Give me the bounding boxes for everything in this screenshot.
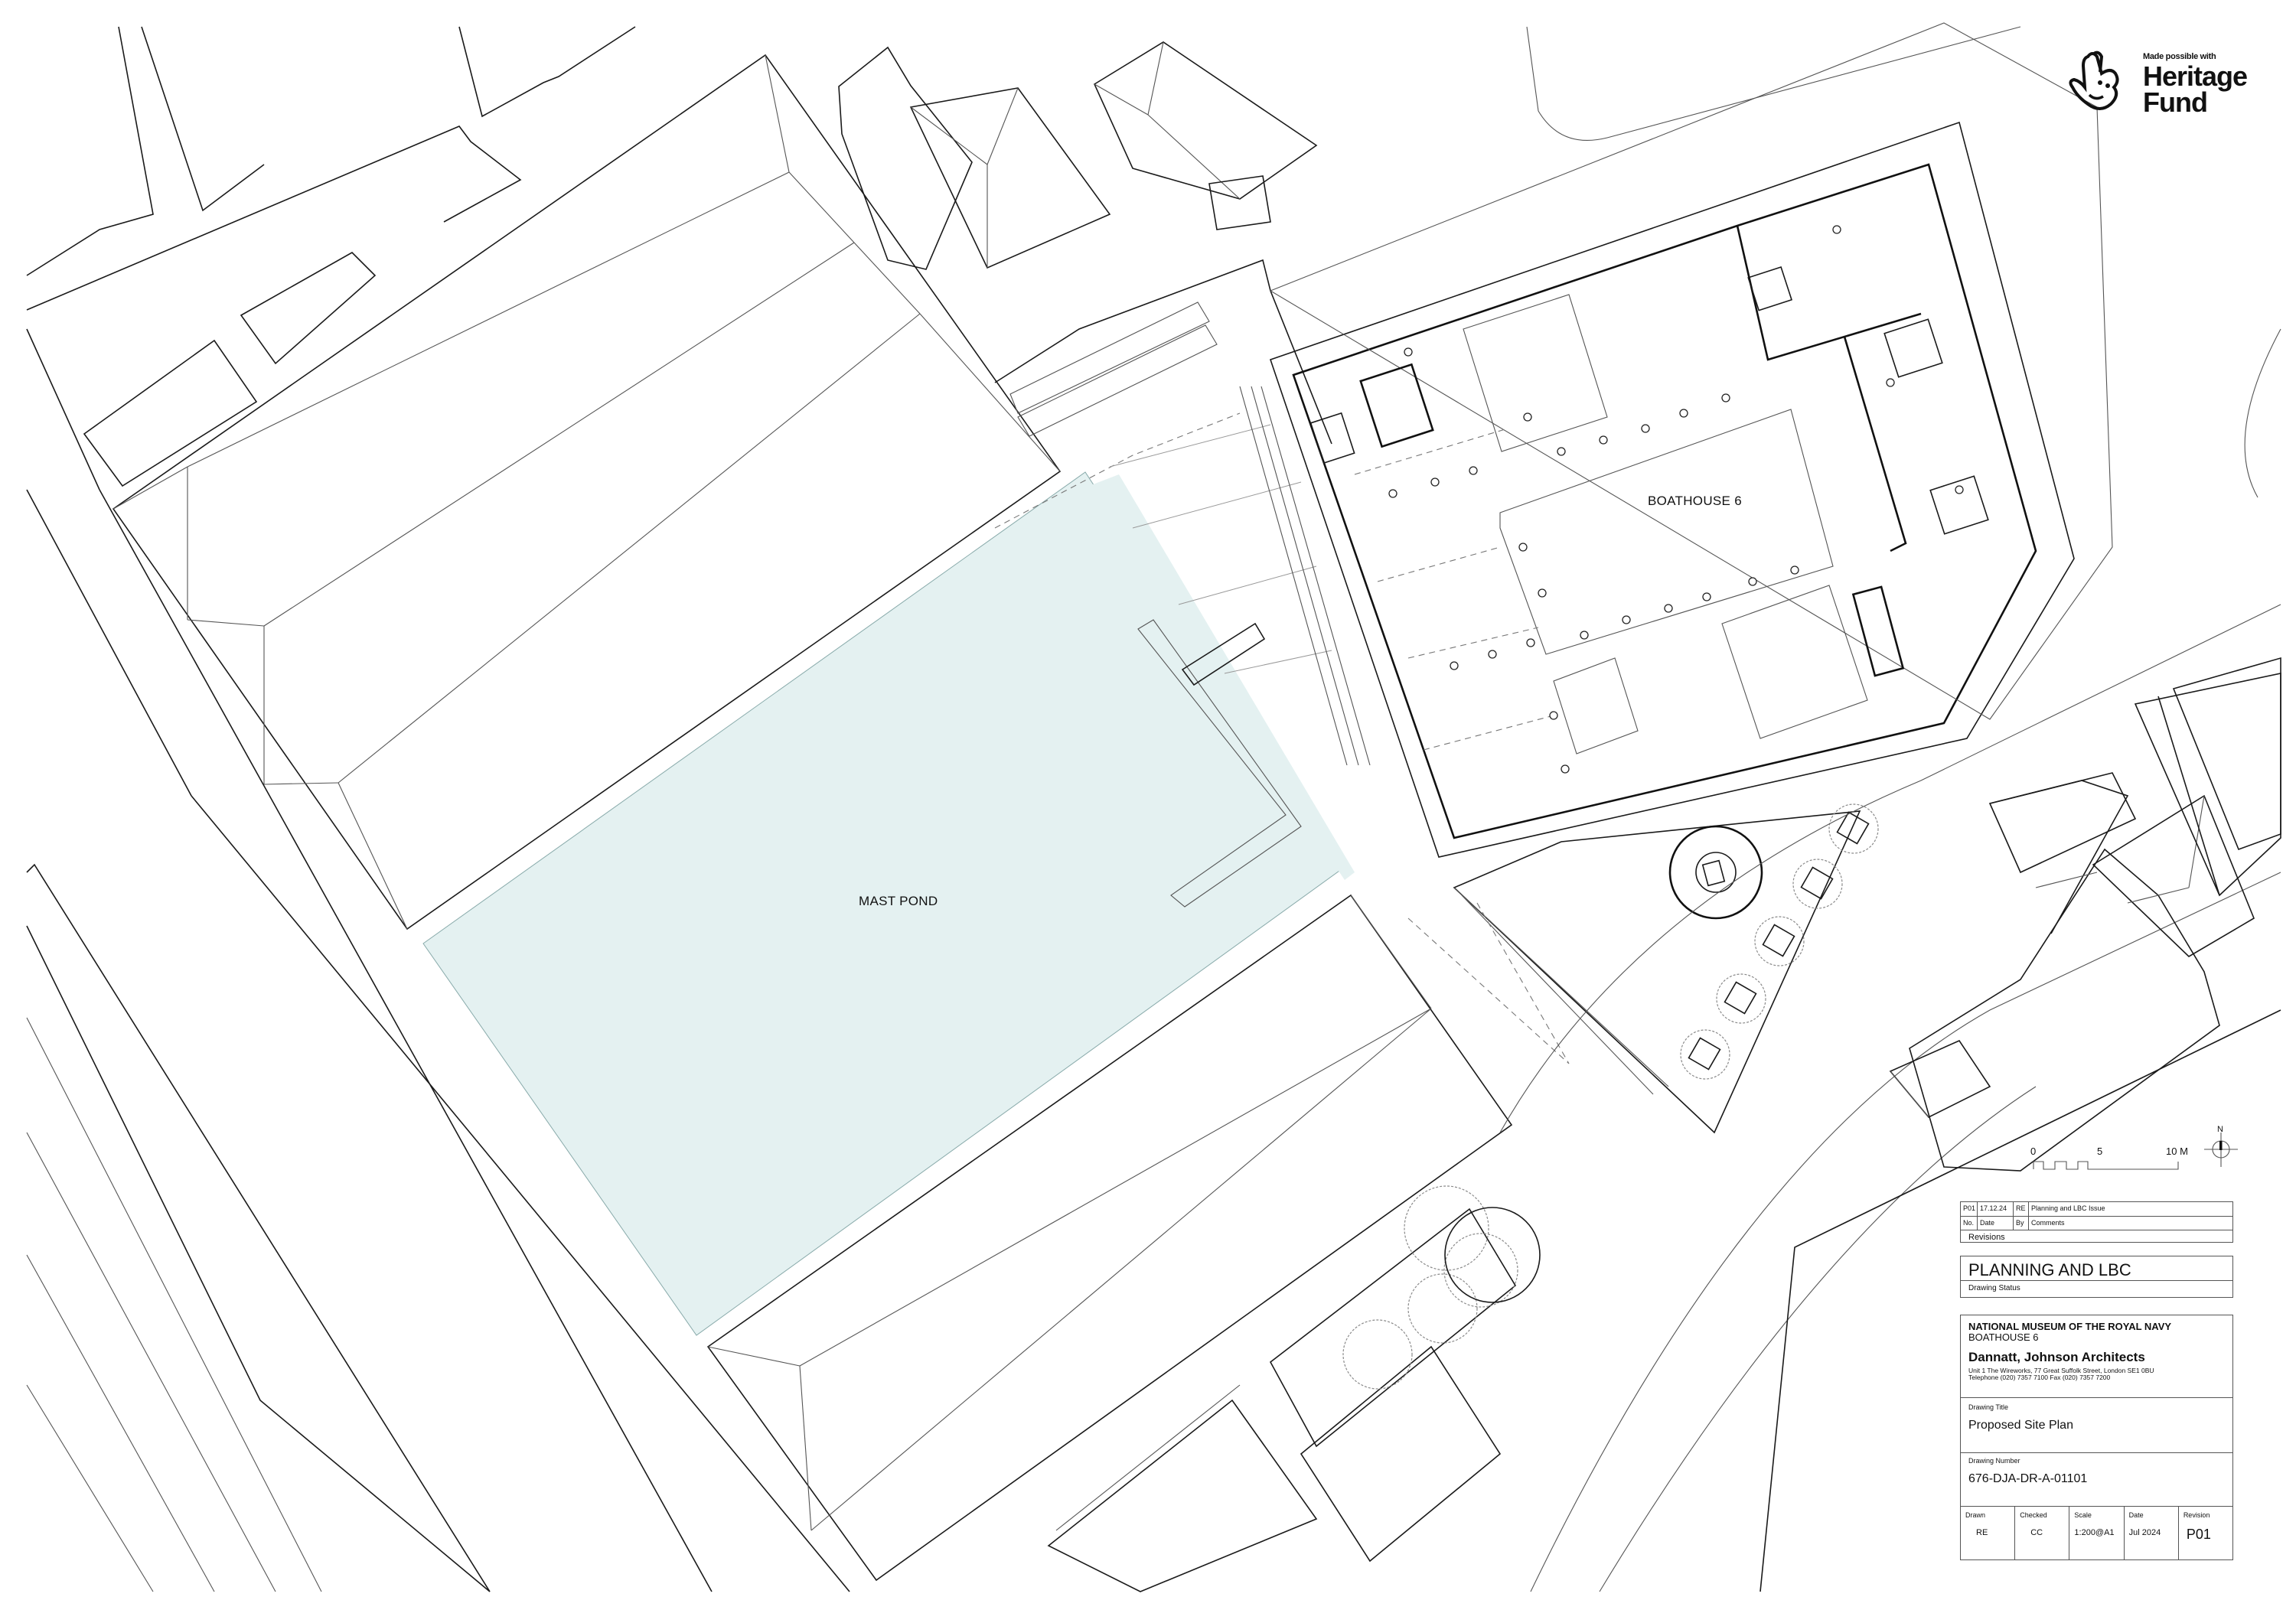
date-cell: Date Jul 2024 (2125, 1507, 2179, 1559)
logo-fund: Fund (2143, 86, 2208, 118)
drawing-title-label: Drawing Title (1968, 1403, 2009, 1411)
bottom-trees (1047, 1185, 1541, 1592)
top-left-buildings (26, 26, 2021, 490)
checked-value: CC (2030, 1528, 2043, 1537)
shed-roof-north (112, 54, 1062, 930)
right-buildings (1889, 657, 2281, 1172)
rev-comments: Planning and LBC Issue (2031, 1204, 2105, 1212)
revision-cell: Revision P01 (2179, 1507, 2232, 1559)
rev-date: 17.12.24 (1978, 1202, 2014, 1216)
date-value: Jul 2024 (2128, 1528, 2161, 1537)
revision-row: P01 17.12.24 RE Planning and LBC Issue (1961, 1202, 2232, 1217)
drawing-meta-row: Drawn RE Checked CC Scale 1:200@A1 Date … (1961, 1507, 2232, 1559)
client-name: NATIONAL MUSEUM OF THE ROYAL NAVY (1968, 1321, 2172, 1332)
north-label: N (2217, 1125, 2223, 1134)
mast-pond-label: MAST POND (859, 894, 938, 908)
drawn-value: RE (1976, 1528, 1988, 1537)
drawn-cell: Drawn RE (1961, 1507, 2016, 1559)
rev-header-by: By (2014, 1216, 2029, 1230)
scale-label: Scale (2074, 1511, 2092, 1519)
drawing-number-value: 676-DJA-DR-A-01101 (1968, 1472, 2088, 1485)
drawing-status-label: Drawing Status (1968, 1284, 2020, 1292)
road (1499, 328, 2281, 1592)
crossed-fingers-icon (2069, 51, 2119, 110)
architect-name: Dannatt, Johnson Architects (1968, 1350, 2145, 1364)
checked-label: Checked (2020, 1511, 2047, 1519)
revisions-title: Revisions (1968, 1233, 2005, 1242)
scale-cell: Scale 1:200@A1 (2069, 1507, 2125, 1559)
drawing-status-value: PLANNING AND LBC (1961, 1256, 2232, 1281)
rev-by: RE (2014, 1202, 2029, 1216)
revision-value: P01 (2186, 1527, 2211, 1542)
north-arrow-icon (2204, 1133, 2238, 1167)
scale-value: 1:200@A1 (2074, 1528, 2115, 1537)
left-buildings (26, 489, 850, 1592)
rev-header-date: Date (1978, 1216, 2014, 1230)
boathouse-6-label: BOATHOUSE 6 (1648, 494, 1742, 508)
architect-phone: Telephone (020) 7357 7100 Fax (020) 7357… (1968, 1374, 2111, 1381)
drawing-status-box: PLANNING AND LBC Drawing Status (1960, 1256, 2233, 1298)
project-name: BOATHOUSE 6 (1968, 1331, 2039, 1343)
scale-tick-0: 0 (2030, 1146, 2037, 1157)
drawn-label: Drawn (1965, 1511, 1986, 1519)
drawing-number-label: Drawing Number (1968, 1457, 2020, 1465)
drawing-title-section: Drawing Title Proposed Site Plan (1961, 1398, 2232, 1453)
revision-label: Revision (2183, 1511, 2210, 1519)
date-label: Date (2128, 1511, 2144, 1519)
boathouse-6-outline (1269, 22, 2113, 858)
rev-header-comments: Comments (2031, 1218, 2065, 1227)
logo-heritage: Heritage (2143, 60, 2248, 92)
revision-header-row: No. Date By Comments (1961, 1216, 2232, 1230)
rev-header-no: No. (1961, 1216, 1978, 1230)
drawing-title-value: Proposed Site Plan (1968, 1419, 2073, 1432)
column-grid (1388, 225, 1964, 774)
terrace (1407, 803, 1879, 1134)
drawing-number-section: Drawing Number 676-DJA-DR-A-01101 (1961, 1453, 2232, 1507)
logo-tagline: Made possible with (2143, 52, 2216, 61)
scale-tick-5: 5 (2097, 1146, 2103, 1157)
revisions-table: P01 17.12.24 RE Planning and LBC Issue N… (1960, 1201, 2233, 1243)
title-block: NATIONAL MUSEUM OF THE ROYAL NAVY BOATHO… (1960, 1315, 2233, 1560)
scale-bar[interactable] (2033, 1161, 2179, 1170)
architect-address: Unit 1 The Wireworks, 77 Great Suffolk S… (1968, 1367, 2154, 1374)
shed-roof-south (706, 894, 1513, 1582)
scale-tick-10: 10 M (2166, 1146, 2188, 1157)
middle-sheds (994, 259, 1371, 766)
heritage-fund-logo: Made possible with Heritage Fund (2066, 51, 2250, 119)
checked-cell: Checked CC (2015, 1507, 2070, 1559)
client-section: NATIONAL MUSEUM OF THE ROYAL NAVY BOATHO… (1961, 1315, 2232, 1398)
rev-no: P01 (1961, 1202, 1978, 1216)
terrace-trees (1680, 803, 1879, 1080)
